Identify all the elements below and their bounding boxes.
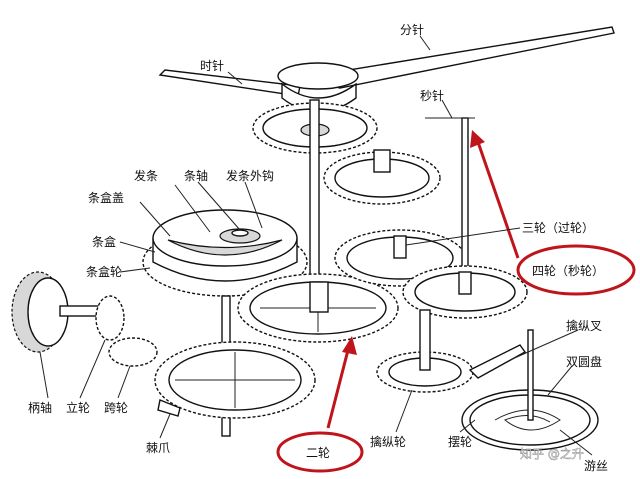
label-hour-hand: 时针 [200, 58, 224, 73]
label-arbor: 条轴 [184, 168, 208, 183]
label-mainspring-hook: 发条外钩 [226, 168, 274, 183]
label-minute-hand: 分针 [400, 22, 424, 37]
highlight-arrow-seconds [470, 130, 518, 258]
balance-wheel [462, 330, 598, 450]
label-second-hand: 秒针 [420, 88, 444, 103]
label-ratchet-wheel: 跨轮 [104, 401, 128, 415]
label-balance: 摆轮 [448, 435, 472, 449]
label-barrel: 条盒 [92, 234, 116, 249]
label-barrel-cover: 条盒盖 [88, 190, 124, 205]
crown-wheel-gear [96, 296, 124, 340]
minute-wheel [324, 150, 440, 204]
label-pallet-fork: 擒纵叉 [566, 318, 602, 333]
barrel-ratchet-gear [155, 342, 315, 418]
label-crown-stem: 柄轴 [28, 400, 52, 415]
label-third-wheel: 三轮（过轮） [522, 221, 594, 235]
watermark: 知乎 @之升 [520, 447, 584, 461]
ratchet-wheel-gear [109, 338, 157, 366]
label-escape-wheel: 擒纵轮 [370, 434, 406, 449]
label-fourth-wheel: 四轮（秒轮） [532, 264, 604, 278]
highlight-arrow-center [328, 336, 357, 428]
label-crown-wheel: 立轮 [66, 400, 90, 415]
label-double-roller: 双圆盘 [566, 354, 602, 369]
label-hairspring: 游丝 [584, 459, 608, 473]
label-center-wheel: 二轮 [306, 446, 330, 460]
label-barrel-wheel: 条盒轮 [86, 264, 122, 279]
label-mainspring: 发条 [134, 168, 158, 183]
label-click: 棘爪 [146, 441, 170, 455]
